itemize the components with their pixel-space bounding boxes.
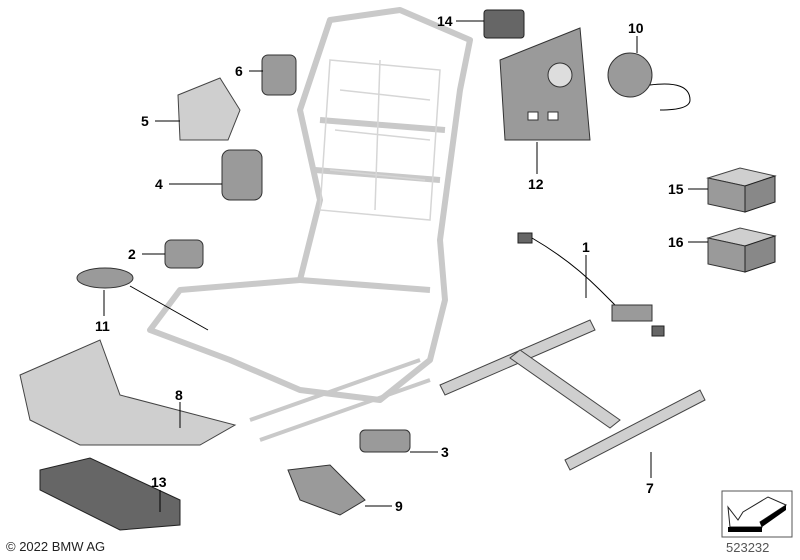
callout-13: 13: [151, 474, 167, 490]
callout-1: 1: [582, 239, 590, 255]
callout-14: 14: [437, 13, 453, 29]
part-7-seat-rail: [439, 319, 706, 471]
part-13-bracket: [39, 457, 181, 531]
callout-3: 3: [441, 444, 449, 460]
part-9-cover: [287, 464, 366, 516]
callout-11: 11: [95, 318, 110, 334]
part-4-motor: [221, 149, 263, 201]
copyright-text: © 2022 BMW AG: [6, 539, 106, 554]
callout-6: 6: [235, 63, 243, 79]
callout-15: 15: [668, 181, 684, 197]
part-14-switch: [483, 9, 525, 39]
callout-16: 16: [668, 234, 684, 250]
part-10-motor: [607, 52, 691, 111]
seat-frame: [147, 7, 473, 442]
part-8-seat-pan: [19, 339, 237, 446]
callout-5: 5: [141, 113, 149, 129]
part-16-box: [706, 227, 777, 273]
callout-labels: 1 2 3 4 5 6 7 8 9 10 11 12 13 14 15 16: [95, 13, 684, 514]
part-5-bracket: [177, 77, 241, 141]
part-2-motor: [164, 239, 204, 269]
callout-12: 12: [528, 176, 544, 192]
callout-4: 4: [155, 176, 163, 192]
arrow-down-left-icon: [721, 490, 793, 538]
part-3-motor: [359, 429, 411, 453]
callout-2: 2: [128, 246, 136, 262]
diagram-number: 523232: [726, 540, 770, 555]
part-1-cable: [517, 232, 665, 337]
part-11-sensor: [76, 267, 134, 289]
leader-lines: [103, 20, 708, 512]
part-6-motor: [261, 54, 297, 96]
callout-7: 7: [646, 480, 654, 496]
callout-9: 9: [395, 498, 403, 514]
callout-10: 10: [628, 20, 644, 36]
part-15-box: [706, 167, 777, 213]
callout-8: 8: [175, 387, 183, 403]
part-12-cover-plate: [499, 27, 591, 141]
